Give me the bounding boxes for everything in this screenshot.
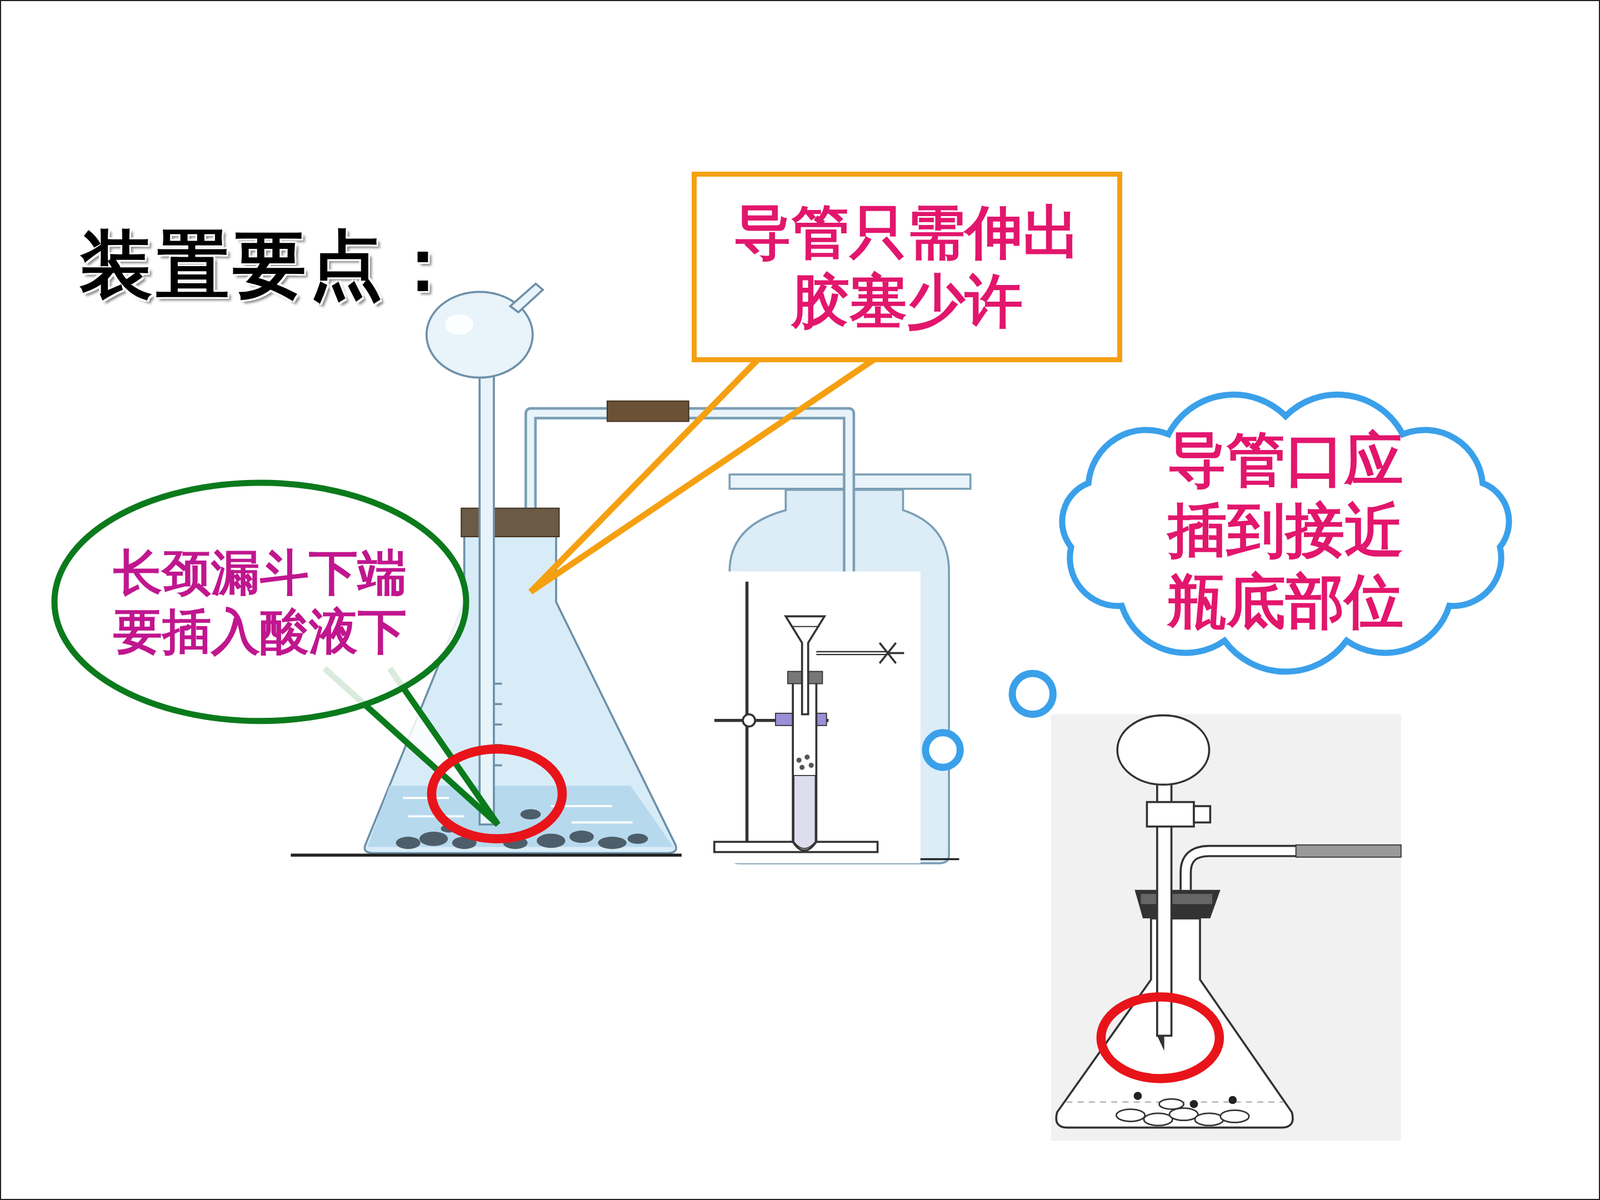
callout-text-group: 导管口应插到接近瓶底部位 bbox=[1163, 424, 1408, 637]
separatory-funnel-inset bbox=[1146, 802, 1194, 827]
marble-chips bbox=[569, 830, 594, 843]
marble-chips bbox=[536, 833, 565, 849]
test-tube-inset bbox=[808, 762, 814, 768]
separatory-funnel-inset bbox=[1143, 1113, 1173, 1126]
marble-chips bbox=[597, 836, 627, 849]
test-tube-inset bbox=[742, 714, 755, 727]
test-tube-inset bbox=[799, 765, 805, 770]
separatory-funnel-inset bbox=[1193, 806, 1210, 823]
callout-text: 导管口应插到接近瓶底部位 bbox=[1163, 424, 1408, 637]
separatory-funnel-inset bbox=[1140, 893, 1213, 904]
thistle-funnel bbox=[510, 283, 543, 313]
test-tube-inset bbox=[683, 571, 921, 864]
separatory-funnel-inset bbox=[1056, 918, 1293, 1128]
delivery-tube bbox=[607, 401, 689, 422]
separatory-funnel-inset bbox=[1190, 1100, 1199, 1109]
cloud-outline bbox=[1062, 394, 1509, 672]
separatory-funnel-inset bbox=[1116, 1098, 1249, 1126]
test-tube-inset bbox=[790, 626, 819, 628]
separatory-funnel-inset bbox=[1220, 1110, 1249, 1123]
highlight-ring bbox=[431, 748, 1220, 1079]
test-tube-inset bbox=[887, 652, 904, 655]
marble-chips bbox=[396, 836, 421, 849]
separatory-funnel-inset bbox=[1051, 714, 1402, 1142]
test-tube-inset bbox=[816, 651, 888, 655]
separatory-funnel-inset bbox=[1169, 1108, 1198, 1121]
separatory-funnel-inset bbox=[1051, 714, 1402, 1142]
slide-title: 装置要点： bbox=[79, 216, 463, 315]
green-callout-ellipse-outline bbox=[51, 479, 470, 725]
separatory-funnel-inset bbox=[1159, 1098, 1184, 1109]
ellipse-outline bbox=[54, 482, 467, 722]
test-tube-inset bbox=[816, 652, 888, 654]
orange-callout-pointer bbox=[530, 357, 878, 592]
thought-bubbles bbox=[925, 732, 960, 768]
test-tube-inset bbox=[796, 757, 802, 763]
separatory-funnel-inset bbox=[1296, 845, 1402, 858]
conical-flask bbox=[461, 508, 559, 537]
separatory-funnel-inset bbox=[1228, 1096, 1237, 1105]
test-tube-inset bbox=[804, 754, 810, 760]
marble-chips bbox=[627, 833, 649, 844]
conical-flask bbox=[403, 796, 450, 799]
thistle-funnel bbox=[479, 367, 494, 825]
test-tube-inset bbox=[785, 616, 825, 714]
test-tube-inset bbox=[796, 754, 814, 770]
orange-callout-box: 导管只需伸出胶塞少许 bbox=[691, 171, 1123, 363]
marble-chips bbox=[419, 831, 448, 847]
conical-flask bbox=[571, 821, 633, 824]
separatory-funnel-inset bbox=[1133, 1091, 1143, 1100]
separatory-funnel-inset bbox=[1195, 1113, 1224, 1126]
highlight-ring bbox=[1101, 996, 1220, 1079]
callout-text-group: 导管只需伸出胶塞少许 bbox=[729, 197, 1085, 337]
marble-chips bbox=[396, 809, 649, 850]
thought-bubbles bbox=[1012, 673, 1053, 714]
marble-chips bbox=[520, 809, 542, 820]
separatory-funnel-inset bbox=[1134, 890, 1220, 919]
separatory-funnel-inset bbox=[1133, 1091, 1238, 1108]
callout-text: 长颈漏斗下端要插入酸液下 bbox=[110, 543, 411, 661]
thought-bubbles bbox=[925, 673, 1054, 768]
test-tube-inset bbox=[683, 571, 921, 864]
cloud-callout: 导管口应插到接近瓶底部位 bbox=[1035, 382, 1536, 679]
green-callout-ellipse: 长颈漏斗下端要插入酸液下 bbox=[51, 479, 470, 725]
test-tube-inset bbox=[745, 581, 749, 842]
callout-text-group: 长颈漏斗下端要插入酸液下 bbox=[110, 543, 411, 661]
separatory-funnel-inset bbox=[1117, 715, 1209, 785]
highlight-ring bbox=[431, 748, 563, 839]
bench-line bbox=[290, 853, 682, 857]
separatory-funnel-inset bbox=[1157, 1035, 1165, 1052]
thistle-funnel bbox=[445, 314, 474, 335]
separatory-funnel-inset bbox=[1116, 1109, 1145, 1122]
test-tube-inset bbox=[793, 775, 816, 849]
callout-text: 导管只需伸出胶塞少许 bbox=[729, 197, 1085, 337]
orange-callout-pointer bbox=[530, 357, 878, 592]
